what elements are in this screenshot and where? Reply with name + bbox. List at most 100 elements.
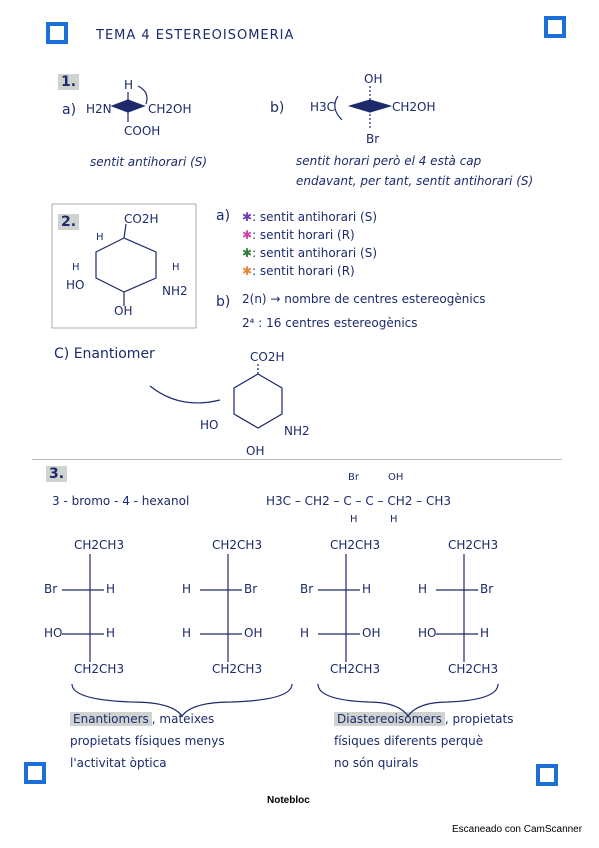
enantiomers-text-1: , mateixes bbox=[151, 712, 215, 726]
enantiomers-title: Enantiomers bbox=[70, 712, 152, 726]
page-title: TEMA 4 ESTEREOISOMERIA bbox=[96, 28, 295, 43]
ex1-b-note-1: sentit horari però el 4 està cap bbox=[296, 154, 482, 168]
ex2-c-top: CO2H bbox=[250, 350, 285, 364]
ex2-oh-group: HO bbox=[66, 278, 85, 292]
ex3-formula: H3C – CH2 – C – C – CH2 – CH3 bbox=[266, 494, 452, 508]
ex2-number: 2. bbox=[58, 214, 80, 230]
fischer-row1-right: H bbox=[106, 582, 116, 596]
ex1-a-note: sentit antihorari (S) bbox=[90, 155, 208, 169]
fischer-top-group: CH2CH3 bbox=[212, 538, 263, 552]
ex2-box bbox=[51, 203, 197, 329]
ex2-h-left2: H bbox=[72, 262, 80, 273]
section-divider bbox=[32, 459, 562, 460]
ex2-b-label: b) bbox=[216, 294, 231, 310]
ex2-c-nh2: NH2 bbox=[284, 424, 310, 438]
ex3-formula-h2: H bbox=[390, 514, 398, 525]
fischer-bottom-group: CH2CH3 bbox=[212, 662, 263, 676]
fischer-bottom-group: CH2CH3 bbox=[330, 662, 381, 676]
fischer-bottom-group: CH2CH3 bbox=[74, 662, 125, 676]
ex3-formula-br: Br bbox=[348, 472, 359, 483]
fischer-top-group: CH2CH3 bbox=[74, 538, 125, 552]
ex1-a-top: H bbox=[124, 78, 134, 92]
fischer-row1-right: Br bbox=[244, 582, 258, 596]
legend-row: ✱: sentit horari (R) bbox=[242, 228, 355, 242]
diastereoisomers-text-3: no són quirals bbox=[334, 756, 419, 770]
ex1-b-label: b) bbox=[270, 100, 285, 116]
corner-mark-bottom-right bbox=[536, 764, 558, 786]
ex2-a-label: a) bbox=[216, 208, 231, 224]
ex2-nh2: NH2 bbox=[162, 284, 188, 298]
ex1-b-right: CH2OH bbox=[392, 100, 436, 114]
ex1-a-label: a) bbox=[62, 102, 77, 118]
ex1-a-right-wedge bbox=[127, 99, 146, 113]
ex1-b-rotation-arrow bbox=[334, 95, 343, 121]
fischer-row2-left: HO bbox=[418, 626, 437, 640]
legend-row: ✱: sentit antihorari (S) bbox=[242, 246, 377, 260]
diastereoisomers-title: Diastereoisomers bbox=[334, 712, 445, 726]
ex1-b-left-wedge bbox=[347, 99, 371, 113]
fischer-row1-right: Br bbox=[480, 582, 494, 596]
ex3-formula-h1: H bbox=[350, 514, 358, 525]
diastereoisomers-note: Diastereoisomers, propietats bbox=[334, 712, 513, 726]
ex1-a-rotation-arrow bbox=[137, 85, 148, 105]
fischer-row2-left: H bbox=[182, 626, 192, 640]
ex2-ring bbox=[95, 237, 157, 293]
fischer-row2-left: HO bbox=[44, 626, 63, 640]
ex2-b-line1: 2(n) → nombre de centres estereogènics bbox=[242, 292, 486, 306]
ex2-c-label: C) Enantiomer bbox=[54, 346, 155, 362]
legend-text: : sentit horari (R) bbox=[252, 264, 355, 278]
fischer-bottom-group: CH2CH3 bbox=[448, 662, 499, 676]
ex1-a-left: H2N bbox=[86, 102, 112, 116]
legend-row: ✱: sentit antihorari (S) bbox=[242, 210, 377, 224]
diastereoisomers-text-2: físiques diferents perquè bbox=[334, 734, 484, 748]
ex2-h-left: H bbox=[96, 232, 104, 243]
legend-text: : sentit antihorari (S) bbox=[252, 210, 378, 224]
fischer-row1-left: Br bbox=[300, 582, 314, 596]
ex2-top-bond bbox=[123, 223, 127, 239]
ex1-b-left: H3C bbox=[310, 100, 336, 114]
ex2-top-group: CO2H bbox=[124, 212, 159, 226]
ex1-b-right-wedge bbox=[369, 99, 393, 113]
ex1-b-top: OH bbox=[364, 72, 383, 86]
stereocenter-marker-icon: ✱ bbox=[242, 210, 253, 224]
diastereoisomers-brace bbox=[317, 683, 499, 718]
ex3-name: 3 - bromo - 4 - hexanol bbox=[52, 494, 190, 508]
corner-mark-top-left bbox=[46, 22, 68, 44]
corner-mark-top-right bbox=[544, 16, 566, 38]
corner-mark-bottom-left bbox=[24, 762, 46, 784]
legend-text: : sentit horari (R) bbox=[252, 228, 355, 242]
ex2-oh-bottom: OH bbox=[114, 304, 133, 318]
diastereoisomers-text-1: , propietats bbox=[444, 712, 514, 726]
ex3-formula-oh: OH bbox=[388, 472, 404, 483]
fischer-row1-left: Br bbox=[44, 582, 58, 596]
fischer-row1-left: H bbox=[182, 582, 192, 596]
ex2-c-ring bbox=[233, 373, 283, 429]
legend-row: ✱: sentit horari (R) bbox=[242, 264, 355, 278]
fischer-row2-right: OH bbox=[362, 626, 381, 640]
brand-label: Notebloc bbox=[267, 795, 310, 806]
fischer-row1-right: H bbox=[362, 582, 372, 596]
fischer-top-group: CH2CH3 bbox=[448, 538, 499, 552]
fischer-row2-left: H bbox=[300, 626, 310, 640]
ex1-b-note-2: endavant, per tant, sentit antihorari (S… bbox=[296, 174, 534, 188]
enantiomers-text-3: l'activitat òptica bbox=[70, 756, 167, 770]
stereocenter-marker-icon: ✱ bbox=[242, 246, 253, 260]
ex2-c-ho: HO bbox=[200, 418, 219, 432]
ex2-b-line2: 2⁴ : 16 centres estereogènics bbox=[242, 316, 418, 330]
ex1-a-right: CH2OH bbox=[148, 102, 192, 116]
ex2-c-arrow bbox=[149, 385, 221, 404]
fischer-row1-left: H bbox=[418, 582, 428, 596]
ex3-number: 3. bbox=[46, 466, 68, 482]
fischer-row2-right: H bbox=[480, 626, 490, 640]
ex1-a-bottom: COOH bbox=[124, 124, 161, 138]
legend-text: : sentit antihorari (S) bbox=[252, 246, 378, 260]
stereocenter-marker-icon: ✱ bbox=[242, 264, 253, 278]
enantiomers-brace bbox=[71, 683, 293, 718]
ex1-b-bottom: Br bbox=[366, 132, 380, 146]
ex2-c-oh: OH bbox=[246, 444, 265, 458]
enantiomers-text-2: propietats físiques menys bbox=[70, 734, 225, 748]
ex1-a-left-wedge bbox=[110, 99, 129, 113]
fischer-top-group: CH2CH3 bbox=[330, 538, 381, 552]
fischer-row2-right: H bbox=[106, 626, 116, 640]
